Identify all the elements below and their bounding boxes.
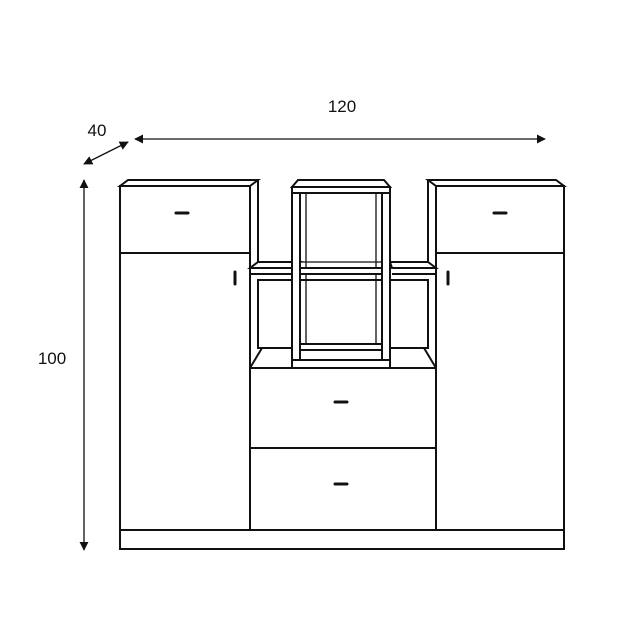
left-door <box>119 252 251 531</box>
depth-dimension-label: 40 <box>88 121 107 140</box>
middle-right-shelf <box>388 261 439 269</box>
left-top-drawer <box>119 185 251 254</box>
middle-recess-back <box>257 279 429 349</box>
middle-drawers <box>249 367 437 531</box>
middle-upper-drawer <box>249 367 437 449</box>
right-section <box>425 179 567 531</box>
height-dimension-label: 100 <box>38 349 66 368</box>
depth-dimension: 40 <box>83 121 129 165</box>
depth-dimension-arrow <box>83 141 129 165</box>
tower-right-side <box>381 192 391 369</box>
middle-recess-floor-left <box>249 347 263 369</box>
central-shelf-tower <box>289 179 393 369</box>
width-dimension-label: 120 <box>328 97 356 116</box>
middle-lower-drawer <box>249 447 437 531</box>
cabinet-drawing <box>117 179 567 550</box>
tower-left-side <box>291 192 301 369</box>
left-section <box>117 179 261 531</box>
tower-base <box>291 359 391 369</box>
right-top-drawer <box>435 185 565 254</box>
tower-bottom-shelf <box>299 343 383 351</box>
right-door <box>435 252 565 531</box>
height-dimension: 100 <box>38 179 89 551</box>
cabinet-plinth <box>119 529 565 550</box>
middle-open-shelving <box>247 261 439 369</box>
tower-top-board <box>291 186 391 194</box>
width-dimension: 120 <box>134 97 546 144</box>
middle-recess-floor-right <box>423 347 437 369</box>
tower-middle-shelf <box>299 267 383 275</box>
tower-top-surface <box>289 179 393 188</box>
